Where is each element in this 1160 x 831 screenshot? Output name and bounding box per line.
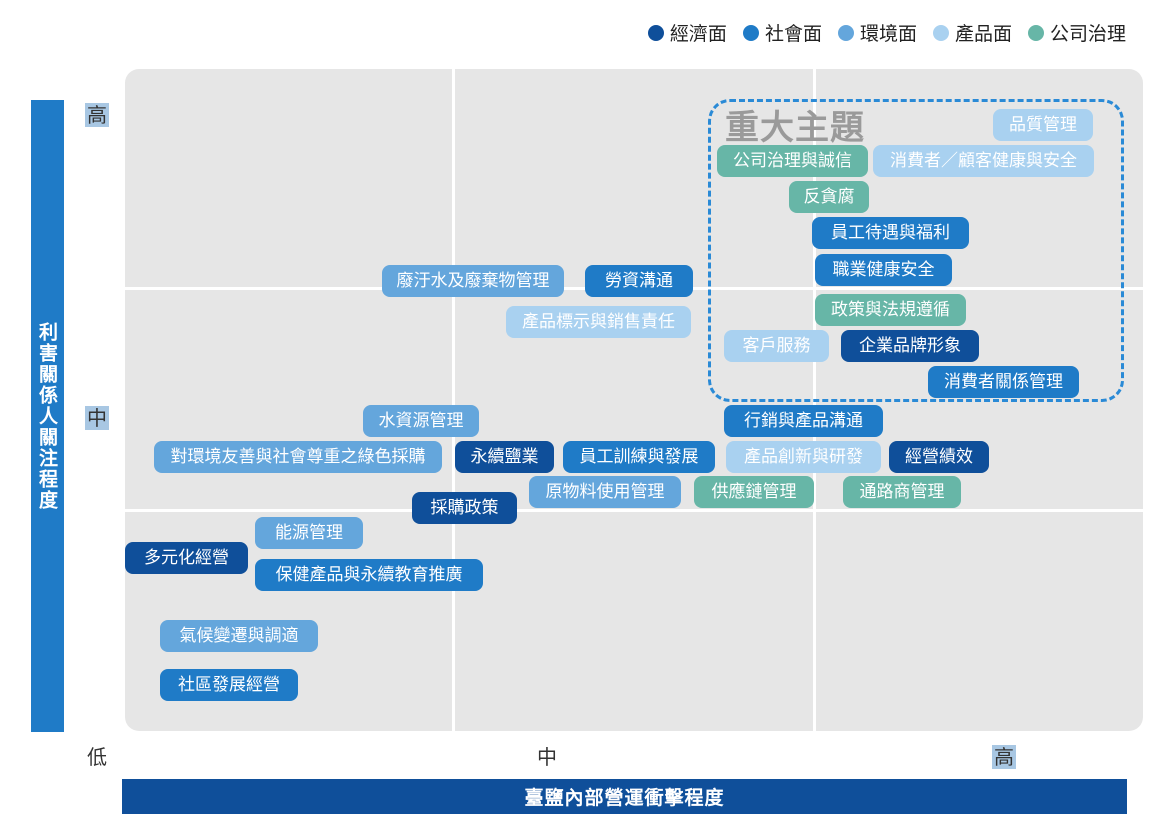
topic-pill: 勞資溝通 [585,265,693,297]
topic-pill: 行銷與產品溝通 [724,405,883,437]
legend-dot-icon [647,24,664,41]
material-topics-zone [708,99,1124,402]
legend-item-product: 產品面 [932,19,1012,46]
y-axis-title-text: 利害關係人關注程度 [36,321,58,511]
grid-line-horizontal [125,509,1143,512]
y-tick-mid-label: 中 [85,406,109,430]
grid-line-vertical [452,69,455,731]
y-tick-high: 高 [85,99,109,128]
y-axis-title: 利害關係人關注程度 [31,100,64,732]
zone-title: 重大主題 [725,108,865,148]
legend-item-economic: 經濟面 [647,19,727,46]
legend-dot-icon [1027,24,1044,41]
legend-label: 經濟面 [669,23,727,45]
legend-item-social: 社會面 [742,19,822,46]
legend: 經濟面 社會面 環境面 產品面 公司治理 [647,19,1126,46]
origin-tick-low: 低 [87,745,107,769]
topic-pill: 企業品牌形象 [841,330,979,362]
topic-pill: 產品創新與研發 [726,441,881,473]
topic-pill: 水資源管理 [363,405,479,437]
topic-pill: 多元化經營 [125,542,248,574]
legend-label: 公司治理 [1049,23,1126,45]
topic-pill: 職業健康安全 [815,254,952,286]
topic-pill: 永續鹽業 [455,441,554,473]
legend-item-governance: 公司治理 [1027,19,1126,46]
topic-pill: 政策與法規遵循 [815,294,966,326]
topic-pill: 員工訓練與發展 [563,441,715,473]
x-axis-title: 臺鹽內部營運衝擊程度 [122,779,1127,814]
topic-pill: 保健產品與永續教育推廣 [255,559,483,591]
topic-pill: 氣候變遷與調適 [160,620,318,652]
topic-pill: 消費者／顧客健康與安全 [873,145,1094,177]
y-tick-high-label: 高 [85,103,109,127]
topic-pill: 員工待遇與福利 [812,217,969,249]
y-tick-mid: 中 [85,402,109,431]
x-tick-mid: 中 [537,745,557,769]
legend-label: 產品面 [954,23,1012,45]
legend-dot-icon [742,24,759,41]
topic-pill: 消費者關係管理 [928,366,1079,398]
topic-pill: 能源管理 [255,517,363,549]
topic-pill: 社區發展經營 [160,669,298,701]
topic-pill: 反貪腐 [789,181,869,213]
topic-pill: 對環境友善與社會尊重之綠色採購 [154,441,442,473]
topic-pill: 經營績效 [889,441,989,473]
legend-label: 社會面 [764,23,822,45]
x-tick-high-label: 高 [992,745,1016,769]
topic-pill: 公司治理與誠信 [717,145,868,177]
topic-pill: 供應鏈管理 [694,476,814,508]
topic-pill: 通路商管理 [843,476,961,508]
topic-pill: 客戶服務 [724,330,829,362]
y-axis-bar [31,100,64,732]
legend-item-environment: 環境面 [837,19,917,46]
topic-pill: 採購政策 [412,492,517,524]
topic-pill: 品質管理 [993,109,1093,141]
legend-label: 環境面 [859,23,917,45]
topic-pill: 原物料使用管理 [529,476,681,508]
topic-pill: 產品標示與銷售責任 [506,306,691,338]
legend-dot-icon [837,24,854,41]
x-tick-high: 高 [992,741,1016,770]
legend-dot-icon [932,24,949,41]
topic-pill: 廢汙水及廢棄物管理 [382,265,564,297]
